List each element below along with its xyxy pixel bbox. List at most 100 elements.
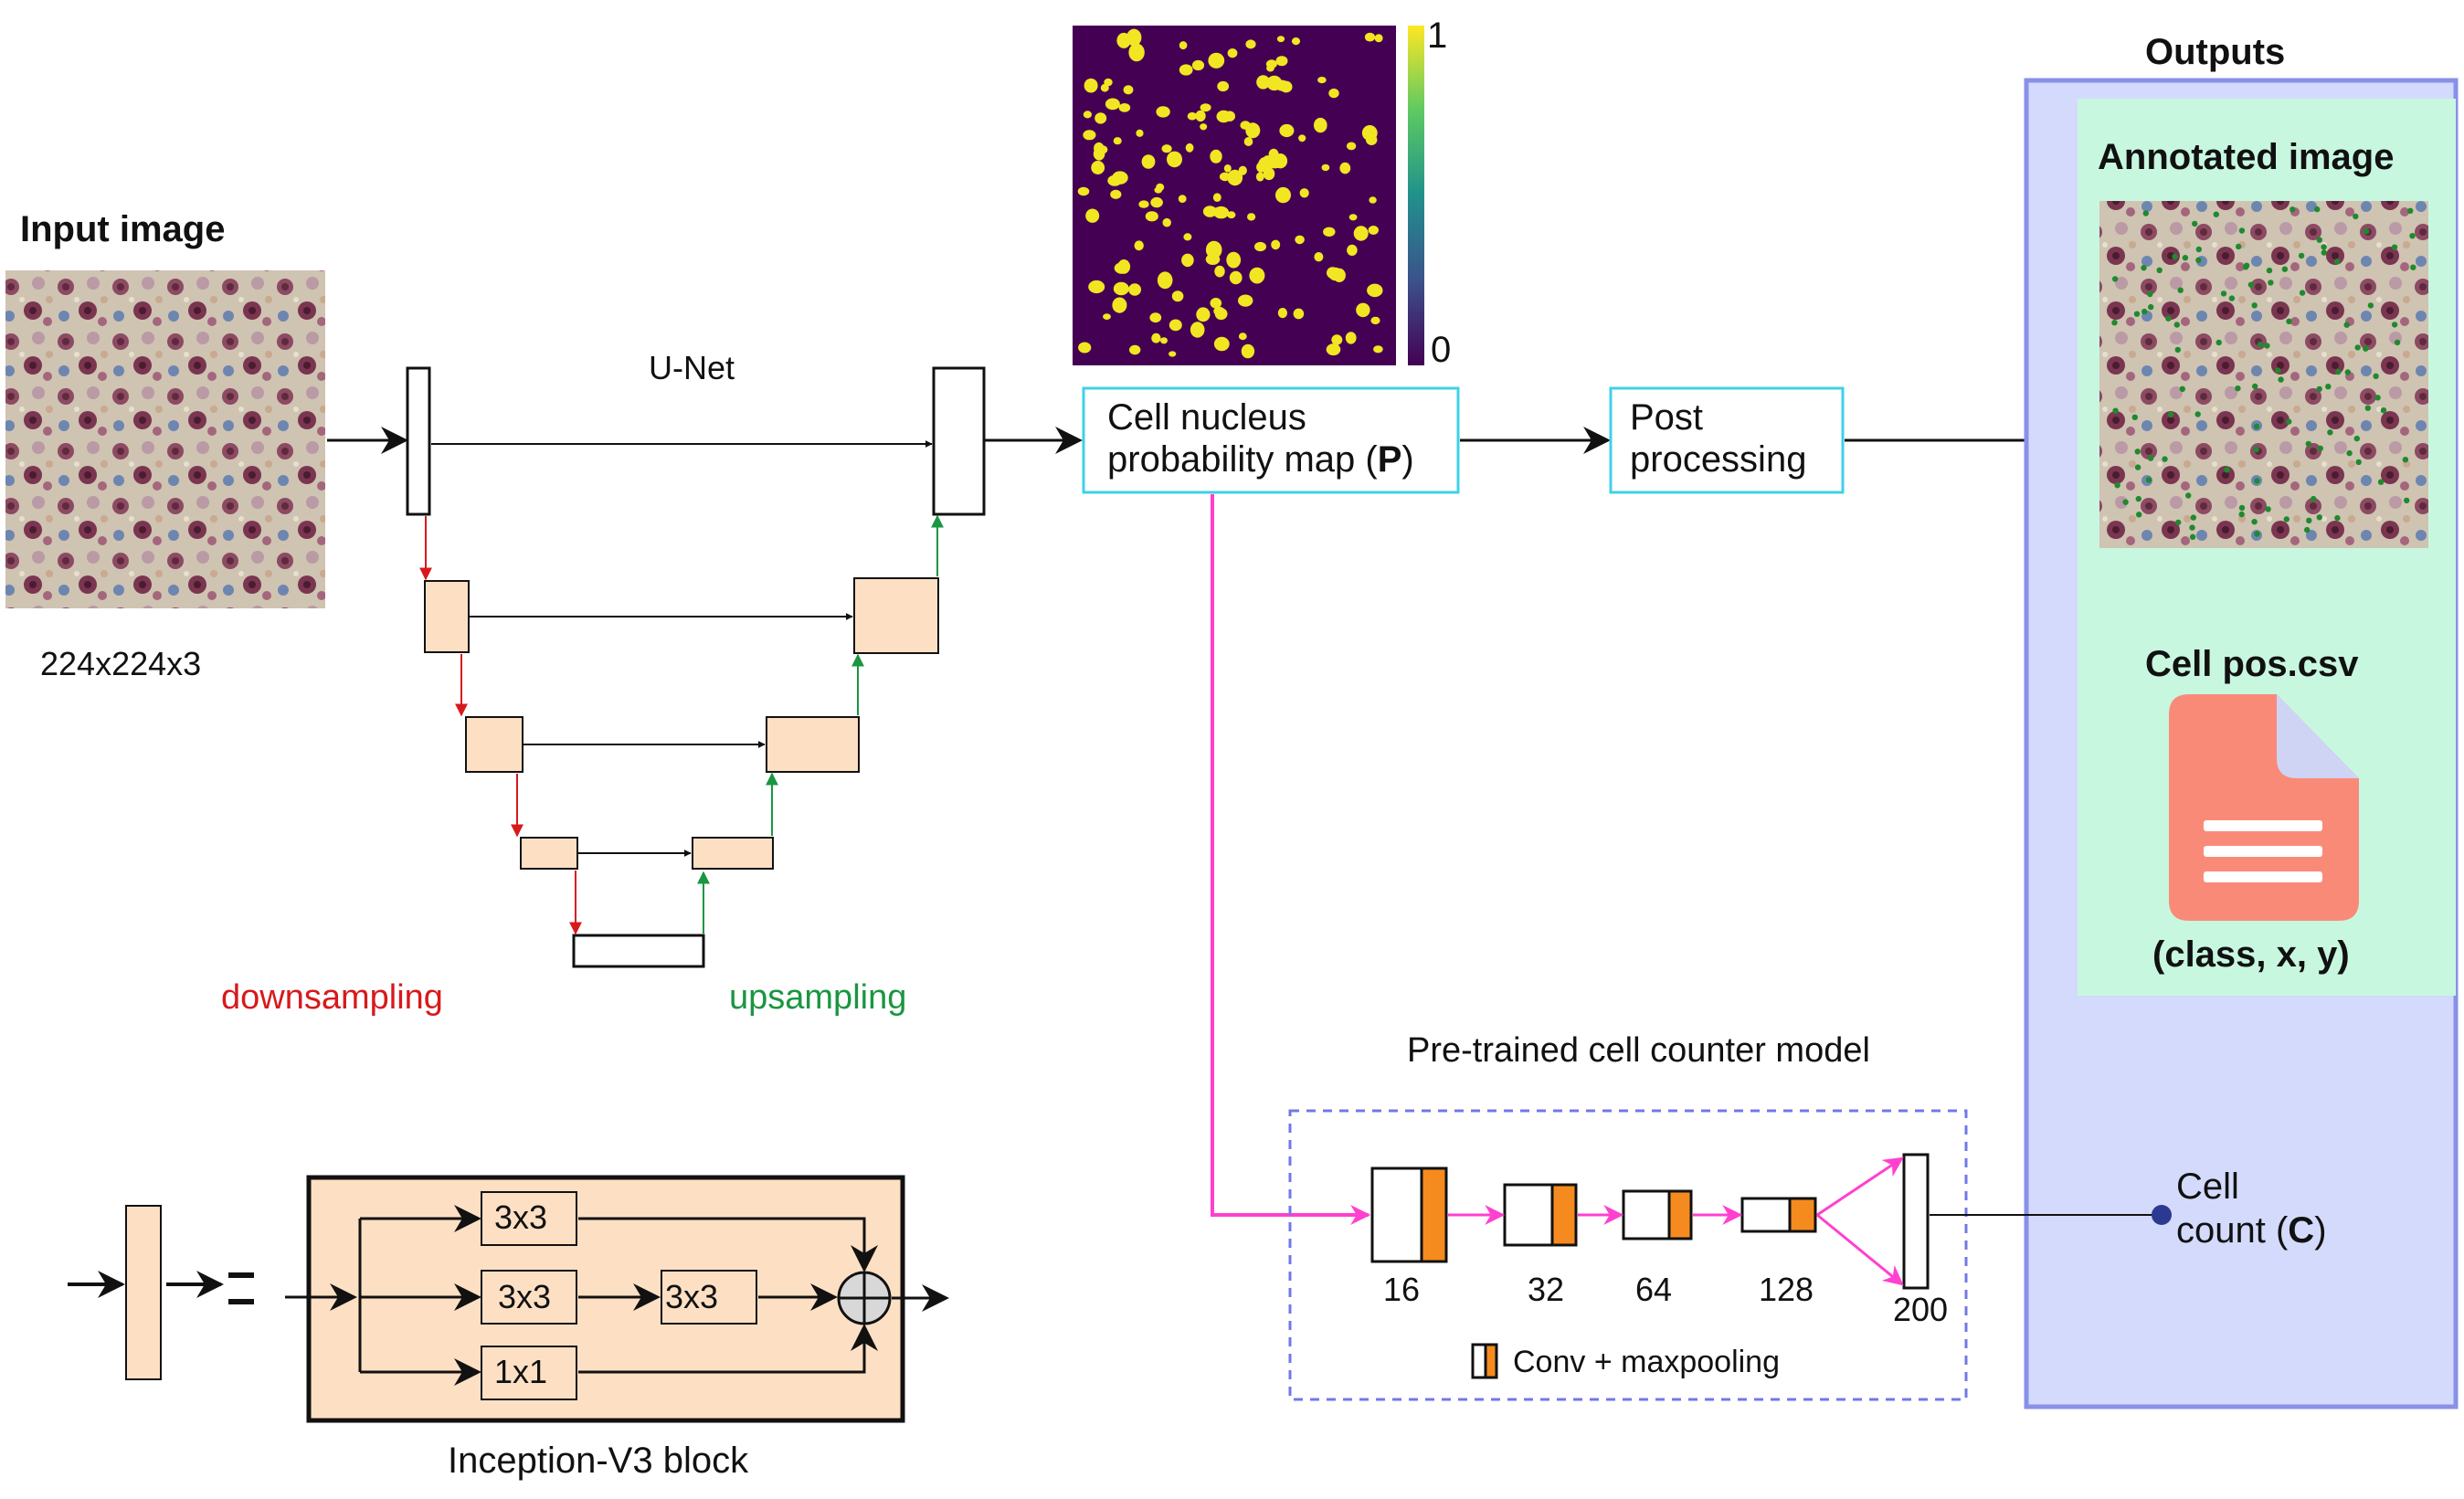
nucleus-blob [1167, 151, 1182, 168]
nucleus-blob [1213, 306, 1225, 316]
nucleus-blob [1129, 344, 1141, 355]
nucleus-blob [1181, 253, 1194, 268]
nucleus-blob [1374, 34, 1383, 43]
unet-enc-2 [465, 716, 523, 773]
nucleus-blob [1113, 137, 1122, 145]
centroid-dot [2175, 519, 2182, 526]
nucleus-blob [1085, 208, 1100, 223]
nucleus-blob [1238, 333, 1247, 341]
centroid-dot [2220, 290, 2227, 297]
centroid-dot [2333, 259, 2341, 265]
nucleus-blob [1083, 111, 1092, 119]
centroid-dot [2195, 257, 2202, 263]
nucleus-blob [1213, 336, 1230, 352]
centroid-dot [2316, 514, 2322, 521]
nucleus-blob [1134, 240, 1144, 251]
nucleus-blob [1169, 319, 1182, 332]
centroid-dot [2253, 446, 2259, 453]
nucleus-blob [1298, 134, 1306, 143]
nucleus-blob [1254, 241, 1266, 252]
colorbar-max: 1 [1427, 16, 1447, 56]
nucleus-blob [1195, 110, 1206, 122]
nucleus-blob [1179, 64, 1193, 76]
bot-to-sum [578, 1324, 878, 1374]
centroid-dot [2325, 384, 2332, 390]
legend-conv-label: Conv + maxpooling [1513, 1345, 1780, 1379]
centroid-dot [2407, 207, 2414, 214]
nucleus-blob [1291, 37, 1301, 46]
centroid-dot [2162, 456, 2168, 462]
size-16: 16 [1383, 1271, 1420, 1308]
nucleus-blob [1191, 59, 1205, 71]
nucleus-blob [1326, 343, 1341, 356]
nucleus-blob [1196, 307, 1211, 322]
centroid-dot [2334, 514, 2341, 522]
nucleus-blob [1150, 196, 1163, 208]
centroid-dot [2321, 249, 2327, 256]
centroid-dot [2391, 322, 2398, 328]
centroid-dot [2172, 253, 2178, 260]
nucleus-blob [1299, 188, 1309, 198]
centroid-dot [2142, 210, 2149, 216]
sum-node-icon [837, 1271, 892, 1325]
post-processing-box [1609, 386, 1845, 494]
nucleus-blob [1213, 206, 1221, 216]
centroid-dot [2134, 449, 2141, 455]
top-to-sum [578, 1217, 878, 1272]
nucleus-blob [1347, 244, 1358, 256]
centroid-dot [2266, 267, 2273, 274]
nucleus-blob [1112, 297, 1127, 313]
centroid-dot [2134, 464, 2141, 470]
unet-enc-1 [424, 580, 470, 653]
centroid-dot [2254, 478, 2260, 484]
centroid-dot [2192, 220, 2198, 227]
size-200: 200 [1893, 1291, 1948, 1328]
nucleus-blob [1217, 80, 1230, 92]
centroid-dot [2353, 213, 2359, 220]
nucleus-blob [1141, 154, 1156, 169]
nucleus-blob [1100, 83, 1109, 92]
centroid-dot [2377, 479, 2385, 485]
nucleus-blob [1200, 123, 1208, 131]
outputs-title: Outputs [2145, 32, 2285, 72]
annotated-title: Annotated image [2098, 137, 2394, 177]
nucleus-blob [1317, 77, 1327, 84]
centroid-dot [2317, 445, 2323, 452]
centroid-dot [2131, 414, 2138, 420]
nucleus-blob [1241, 343, 1255, 359]
nucleus-blob [1276, 36, 1285, 43]
centroid-dot [2286, 418, 2292, 425]
centroid-dot [2141, 308, 2148, 315]
nucleus-blob [1364, 32, 1376, 42]
nucleus-blob [1110, 189, 1122, 199]
centroid-dot [2394, 339, 2401, 346]
centroid-dot [2363, 345, 2369, 352]
centroid-dot [2194, 411, 2201, 417]
centroid-dot [2346, 449, 2353, 457]
centroid-dot [2251, 302, 2258, 309]
size-64: 64 [1635, 1271, 1672, 1308]
conv-3x3-mid [481, 1270, 577, 1325]
centroid-dot [2257, 342, 2264, 348]
nucleus-blob [1223, 164, 1232, 173]
post-processing-line1: Post [1630, 397, 1703, 438]
centroid-dot [2343, 322, 2350, 328]
nucleus-blob [1103, 313, 1111, 320]
centroid-dot [2275, 367, 2281, 374]
centroid-dot [2299, 290, 2306, 296]
centroid-dot [2374, 395, 2381, 401]
centroid-dot [2327, 429, 2333, 436]
centroid-dot [2179, 385, 2185, 392]
nucleus-blob [1183, 233, 1192, 241]
nucleus-blob [1157, 271, 1173, 290]
nucleus-blob [1277, 308, 1287, 319]
nucleus-blob [1331, 334, 1343, 345]
centroid-dot [2254, 531, 2260, 537]
centroid-dot [2147, 455, 2154, 461]
centroid-dot [2286, 318, 2292, 324]
conv-block-64 [1622, 1189, 1693, 1240]
centroid-dot [2173, 322, 2180, 328]
nucleus-blob [1107, 174, 1122, 186]
centroid-dot [2316, 237, 2322, 243]
centroid-dot [2215, 339, 2222, 346]
